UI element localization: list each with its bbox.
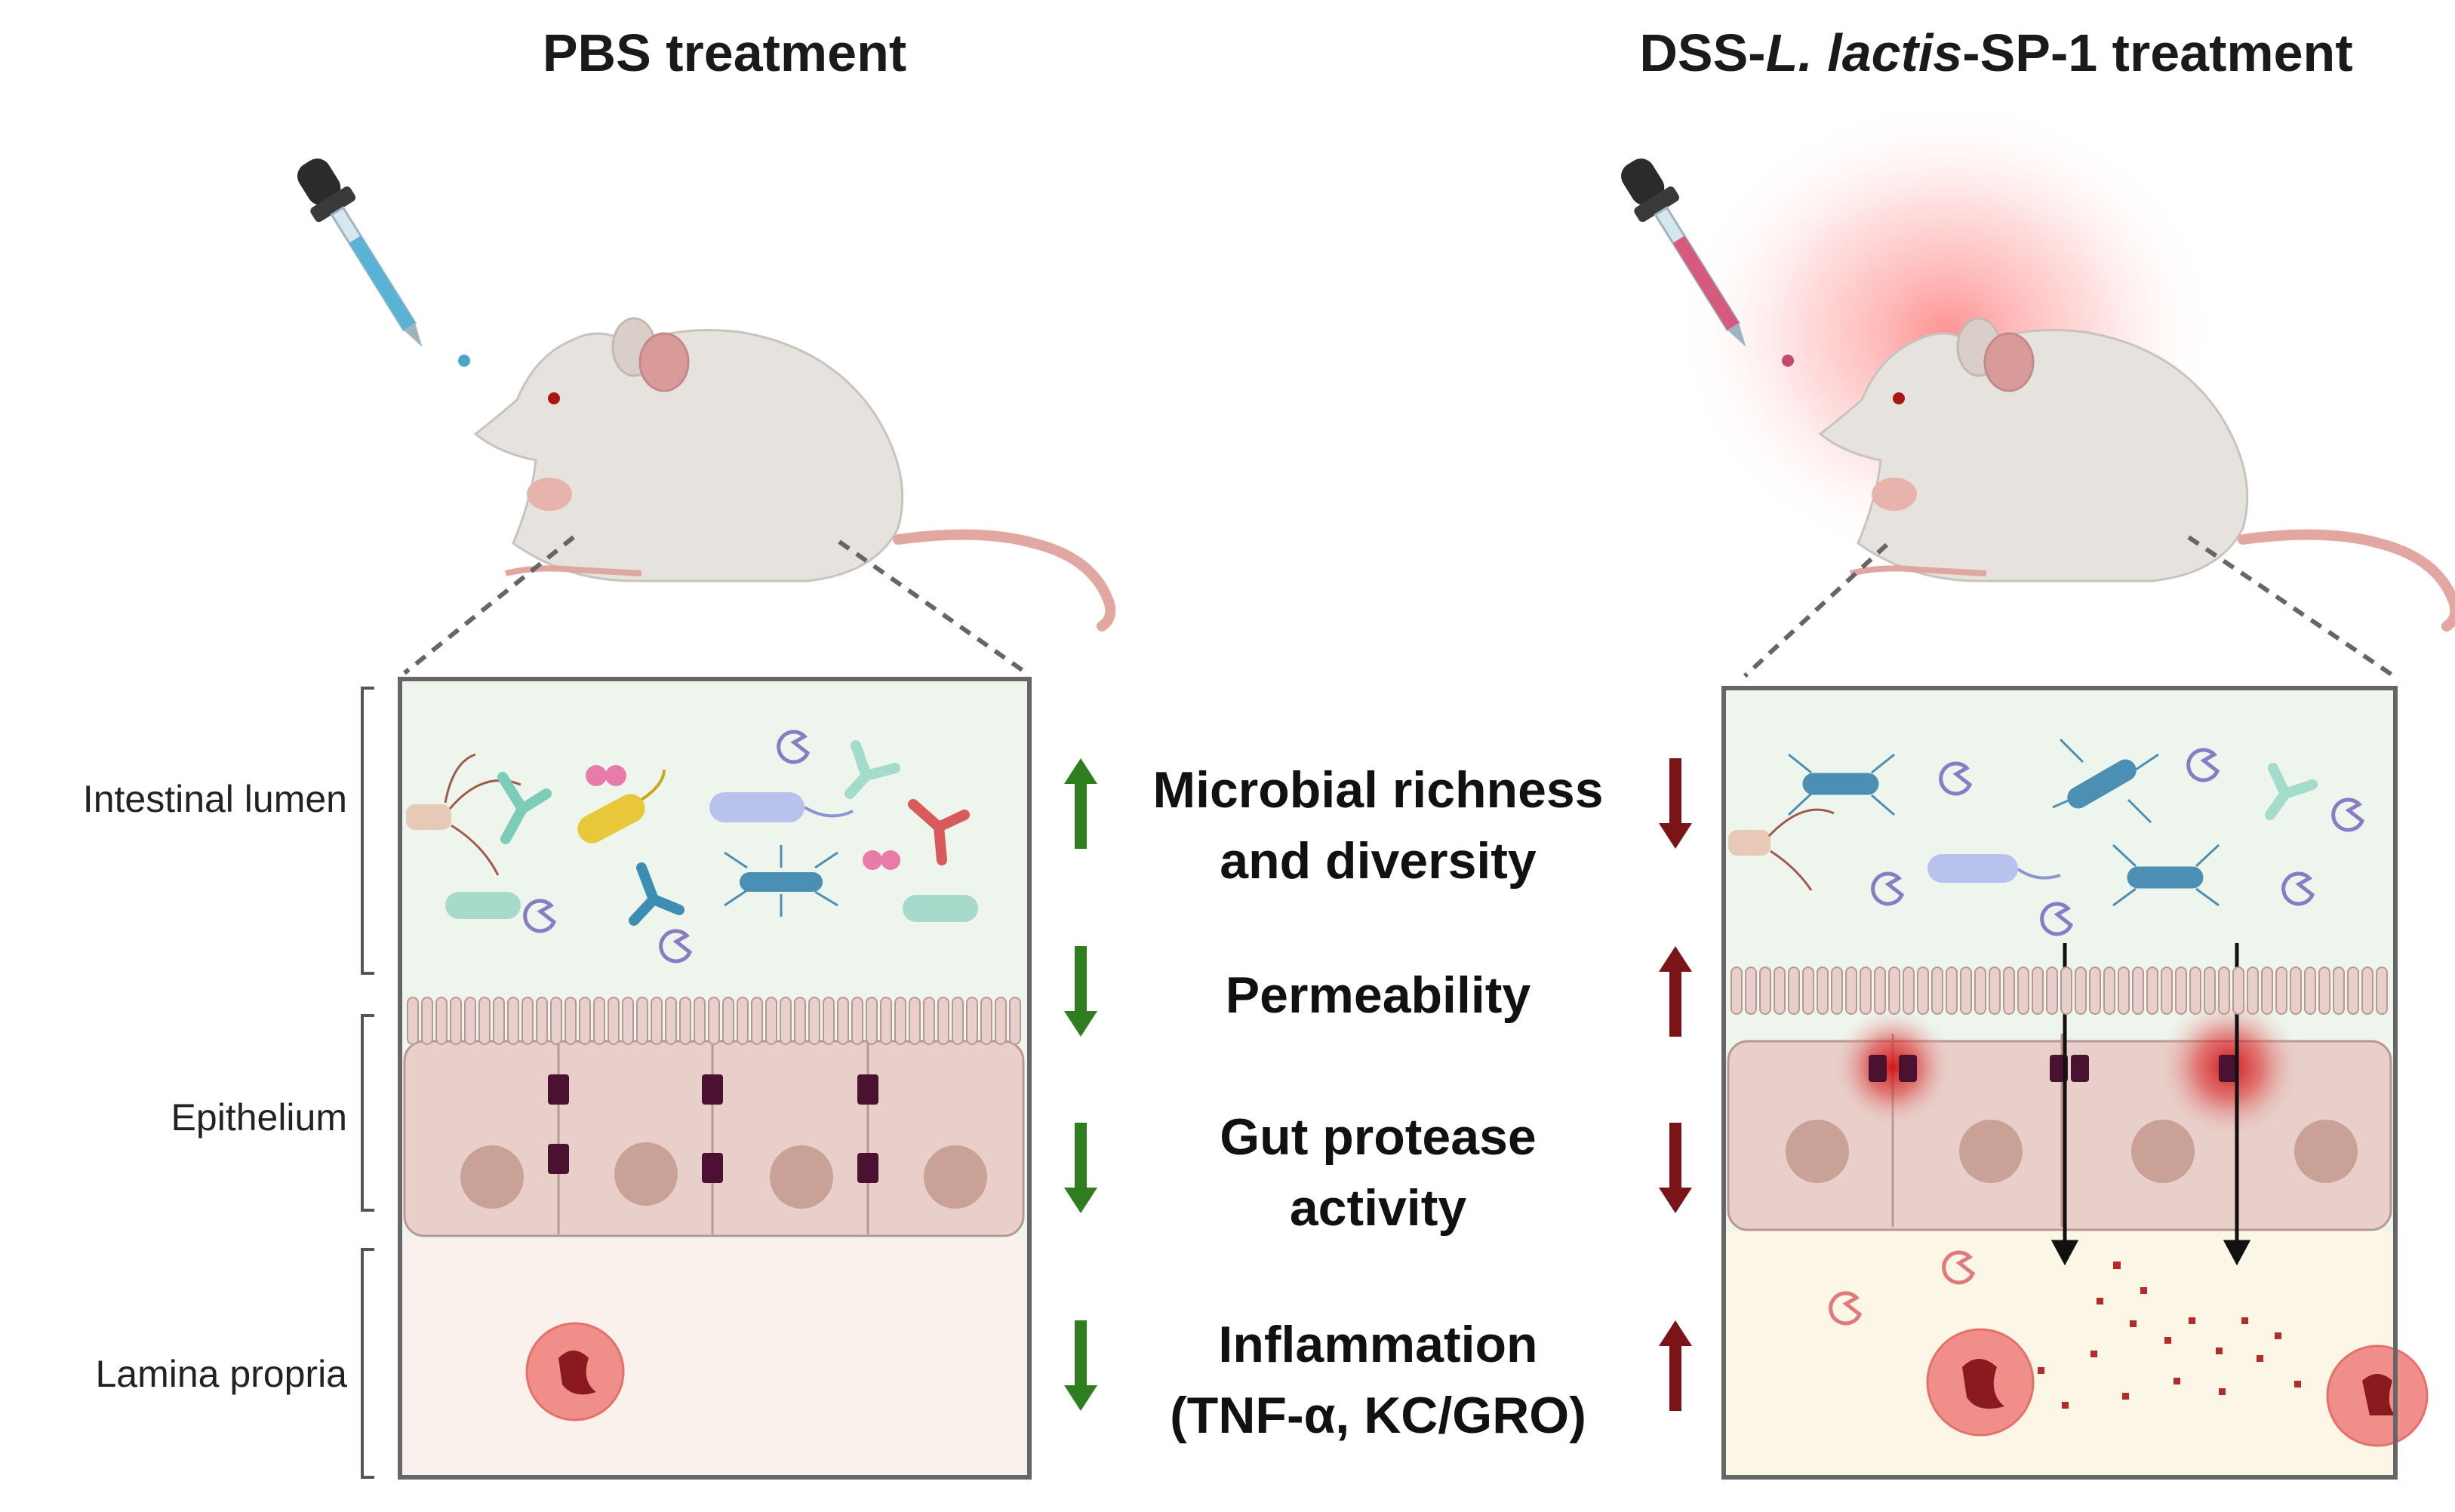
effect-protease-line2: activity xyxy=(1289,1179,1467,1237)
arrow-down-right-icon xyxy=(1659,758,1692,849)
label-epithelium: Epithelium xyxy=(171,1096,347,1139)
arrow-up-right-icon xyxy=(1659,1320,1692,1411)
arrow-up-right-icon xyxy=(1659,946,1692,1037)
effect-permeability-line1: Permeability xyxy=(1225,967,1531,1024)
panel-left xyxy=(398,677,1032,1480)
effect-protease-line1: Gut protease xyxy=(1220,1108,1537,1166)
microvilli xyxy=(1730,967,2388,1015)
arrow-down-left-icon xyxy=(1064,946,1097,1037)
dropper-left-icon xyxy=(285,149,444,361)
effect-inflammation: Inflammation (TNF-α, KC/GRO) xyxy=(1099,1309,1657,1451)
title-dss-prefix: DSS- xyxy=(1639,23,1766,82)
effect-inflammation-line2: (TNF-α, KC/GRO) xyxy=(1170,1387,1586,1444)
panel-right xyxy=(1721,686,2429,1480)
cytokine-particles xyxy=(2007,1262,2301,1409)
label-intestinal-lumen: Intestinal lumen xyxy=(82,778,347,820)
layer-brackets xyxy=(361,687,374,1479)
effect-permeability: Permeability xyxy=(1099,960,1657,1031)
arrow-down-right-icon xyxy=(1659,1123,1692,1213)
title-dss-treatment: DSS-L. lactis-SP-1 treatment xyxy=(1547,23,2445,83)
mouse-right-icon xyxy=(1820,318,2455,626)
bacteria-left-icons xyxy=(406,730,978,963)
zoom-lines xyxy=(403,535,2395,678)
effect-microbial-richness: Microbial richness and diversity xyxy=(1099,754,1657,896)
mouse-left-icon xyxy=(475,318,1110,626)
label-lamina-propria: Lamina propria xyxy=(95,1353,347,1395)
arrows-left-column xyxy=(1064,758,1097,1411)
effect-microbial-line1: Microbial richness xyxy=(1152,761,1604,819)
effect-inflammation-line1: Inflammation xyxy=(1218,1316,1538,1373)
effect-gut-protease: Gut protease activity xyxy=(1099,1102,1657,1243)
title-pbs-treatment: PBS treatment xyxy=(542,23,907,82)
arrow-down-left-icon xyxy=(1064,1320,1097,1411)
title-dss-italic: L. lactis xyxy=(1765,23,1963,82)
effect-microbial-line2: and diversity xyxy=(1220,832,1537,890)
drop-left-icon xyxy=(458,355,470,367)
arrow-up-left-icon xyxy=(1064,758,1097,849)
bacteria-right-icons xyxy=(1728,738,2365,1326)
drop-right-icon xyxy=(1782,355,1794,367)
dropper-right-icon xyxy=(1609,149,1767,361)
arrows-right-column xyxy=(1659,758,1692,1411)
title-dss-suffix: -SP-1 treatment xyxy=(1962,23,2353,82)
microvilli xyxy=(407,997,1021,1045)
arrow-down-left-icon xyxy=(1064,1123,1097,1213)
